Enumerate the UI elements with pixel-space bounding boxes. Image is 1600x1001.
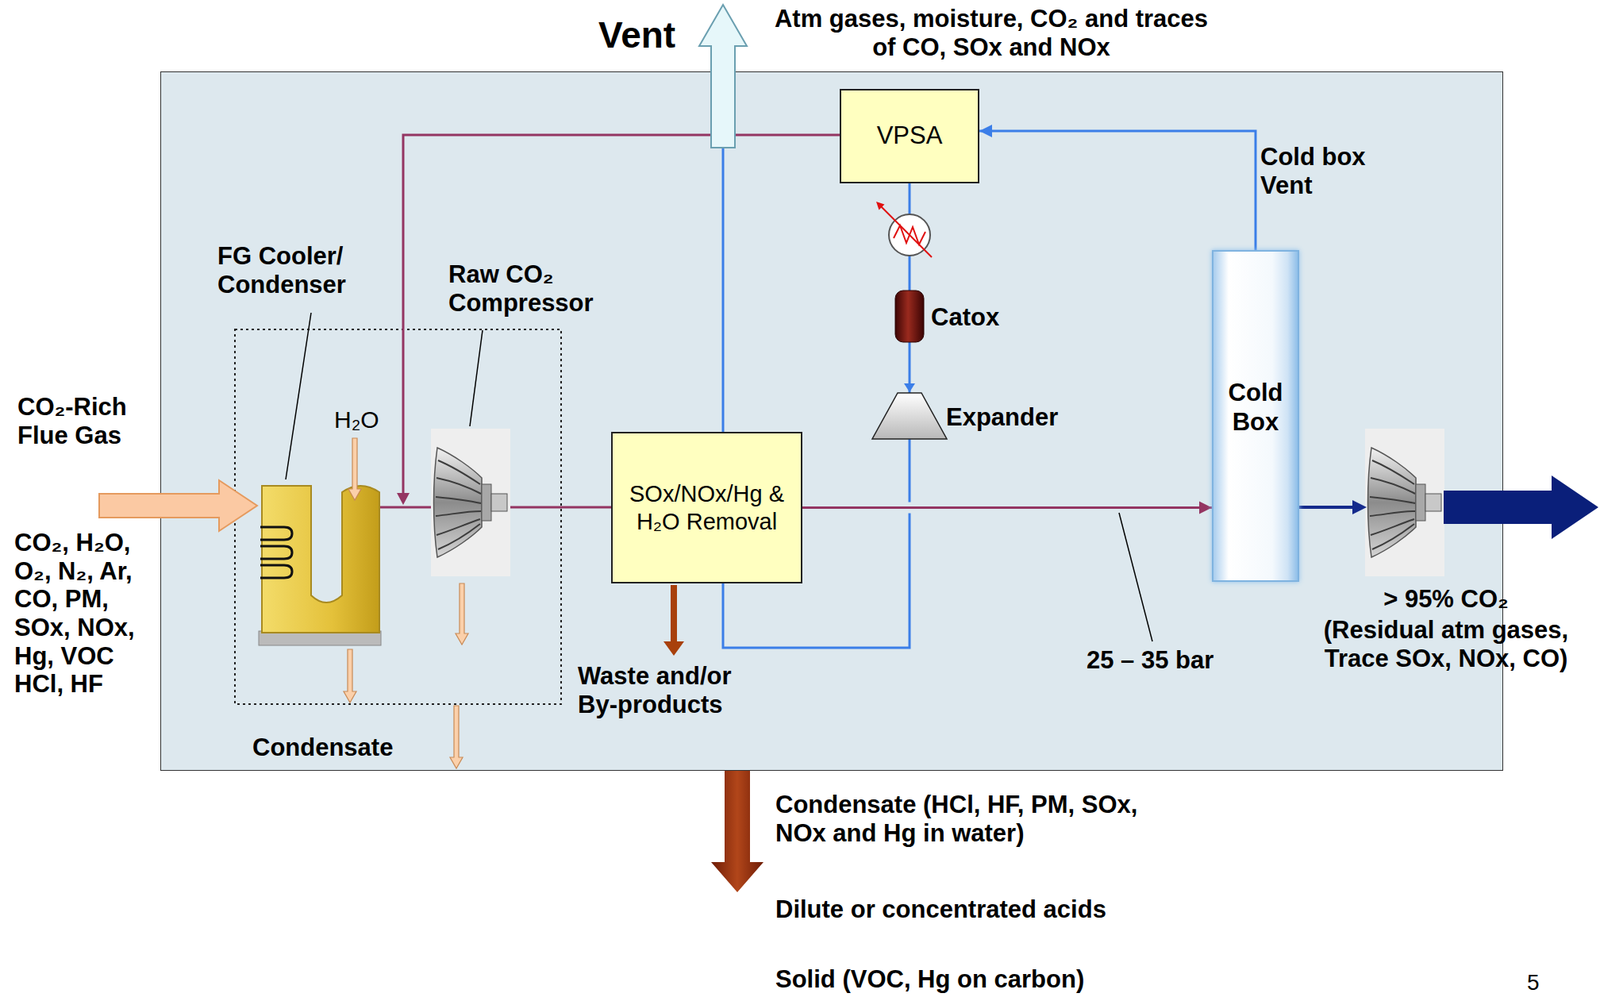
leader-line bbox=[285, 312, 312, 480]
text-label: CO₂, H₂O, O₂, N₂, Ar, CO, PM, SOx, NOx, … bbox=[14, 528, 159, 699]
cold-box: Cold Box bbox=[1211, 250, 1300, 582]
arrow-head bbox=[903, 383, 916, 393]
text-label: FG Cooler/ Condenser bbox=[217, 242, 385, 299]
text-label: Condensate (HCl, HF, PM, SOx, NOx and Hg… bbox=[775, 790, 1165, 847]
text-label: Dilute or concentrated acids bbox=[775, 895, 1107, 924]
connector-gap bbox=[802, 502, 1212, 514]
product-arrow bbox=[1443, 475, 1599, 539]
arrow-head bbox=[1352, 500, 1367, 515]
product-line bbox=[1299, 505, 1354, 509]
waste-arrow bbox=[663, 584, 685, 656]
text-label: Raw CO₂ Compressor bbox=[448, 260, 631, 317]
catox-vessel bbox=[895, 290, 924, 343]
connector bbox=[802, 506, 1212, 509]
vent-line bbox=[722, 147, 725, 432]
box-label: Cold Box bbox=[1219, 378, 1292, 437]
text-label: Catox bbox=[930, 303, 1000, 332]
text-label: 25 – 35 bar bbox=[1086, 646, 1214, 675]
cooler-coil bbox=[260, 526, 293, 578]
text-label: Condensate bbox=[252, 733, 393, 762]
discharge-arrow bbox=[711, 770, 764, 893]
condensate-arrow bbox=[455, 583, 469, 645]
flow-line bbox=[379, 506, 431, 509]
arrow-head bbox=[1199, 501, 1212, 515]
arrow-head bbox=[396, 492, 410, 505]
text-label: Cold box Vent bbox=[1260, 142, 1400, 200]
text-label: Waste and/or By-products bbox=[577, 661, 773, 719]
connector bbox=[979, 130, 1256, 250]
arrow-head bbox=[979, 124, 993, 138]
condensate-arrow bbox=[450, 705, 463, 769]
vpsa-box: VPSA bbox=[839, 88, 980, 184]
text-label: (Residual atm gases, Trace SOx, NOx, CO) bbox=[1298, 615, 1594, 673]
text-label: Expander bbox=[946, 403, 1058, 432]
text-label: CO₂-Rich Flue Gas bbox=[17, 392, 159, 450]
leader-line bbox=[469, 330, 483, 427]
box-label: SOx/NOx/Hg & H₂O Removal bbox=[619, 480, 795, 535]
compressor-icon bbox=[1365, 428, 1445, 577]
text-label: Solid (VOC, Hg on carbon) bbox=[775, 965, 1085, 994]
text-label: Atm gases, moisture, CO₂ and traces of C… bbox=[769, 4, 1214, 62]
dotted-group bbox=[234, 329, 562, 704]
removal-box: SOx/NOx/Hg & H₂O Removal bbox=[611, 431, 803, 584]
condensate-arrow bbox=[343, 649, 357, 703]
inlet-arrow bbox=[99, 480, 258, 531]
expander-symbol bbox=[872, 392, 947, 439]
box-label: VPSA bbox=[876, 121, 943, 151]
water-arrow bbox=[348, 438, 362, 500]
text-label: > 95% CO₂ bbox=[1298, 584, 1594, 614]
vent-arrow bbox=[699, 4, 747, 148]
heater-arrow bbox=[880, 206, 932, 258]
text-label: 5 bbox=[1526, 969, 1540, 996]
text-label: H₂O bbox=[334, 406, 380, 435]
flow-line bbox=[510, 506, 612, 509]
leader-line bbox=[1119, 512, 1153, 642]
compressor-icon bbox=[430, 428, 511, 577]
arrow-head bbox=[876, 201, 885, 211]
text-label: Vent bbox=[598, 14, 676, 57]
